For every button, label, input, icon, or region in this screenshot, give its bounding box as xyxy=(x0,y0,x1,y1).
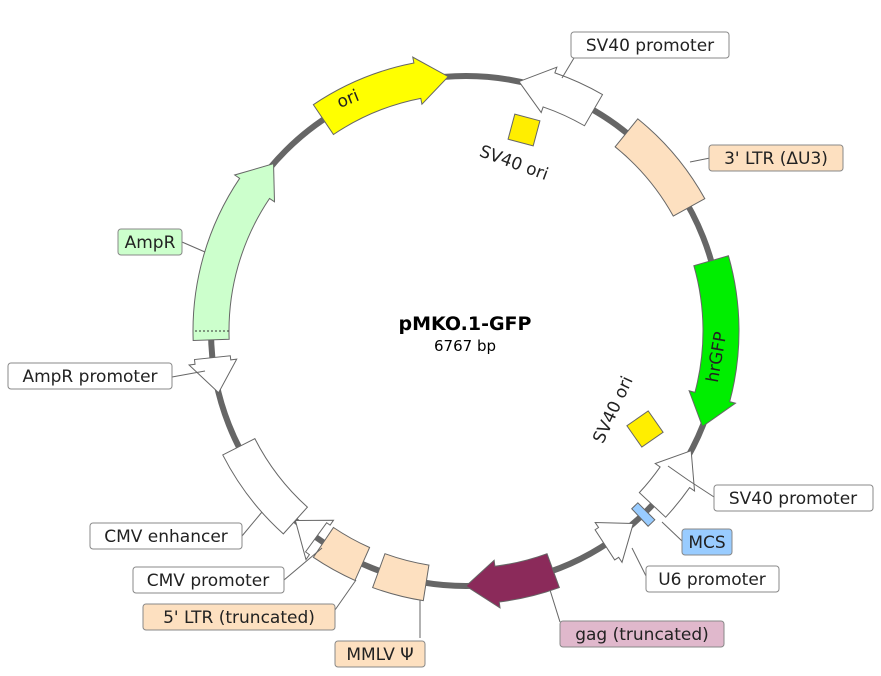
callout-gag: gag (truncated) xyxy=(559,620,725,648)
sv40-promoter-right-feature xyxy=(638,450,696,518)
gag-feature xyxy=(465,553,561,609)
svg-text:MMLV Ψ: MMLV Ψ xyxy=(346,645,413,665)
leader-mcs xyxy=(661,521,683,542)
sv40-promoter-top-feature xyxy=(518,66,604,127)
callout-sv40-promoter-right: SV40 promoter xyxy=(713,484,874,512)
ampr-promoter-feature xyxy=(187,355,238,394)
plasmid-name: pMKO.1-GFP xyxy=(399,313,532,335)
callout-ltr5: 5' LTR (truncated) xyxy=(142,603,336,631)
callout-ampr-promoter: AmpR promoter xyxy=(7,362,173,390)
hrgfp-feature xyxy=(688,255,740,428)
leader-ltr3 xyxy=(689,157,711,163)
svg-text:SV40 promoter: SV40 promoter xyxy=(586,36,714,56)
callout-sv40-promoter-top: SV40 promoter xyxy=(570,31,730,59)
leader-ltr5 xyxy=(334,579,357,611)
cmv-enhancer-feature xyxy=(222,437,309,535)
leader-cmv-enhancer xyxy=(241,511,263,537)
svg-text:MCS: MCS xyxy=(688,533,725,553)
svg-text:3' LTR (ΔU3): 3' LTR (ΔU3) xyxy=(724,149,828,169)
cmv-promoter-feature xyxy=(294,519,335,561)
leader-sv40-right xyxy=(667,465,715,498)
callout-mcs: MCS xyxy=(681,528,733,556)
mmlv-feature xyxy=(371,553,430,602)
ori-feature xyxy=(312,56,450,136)
leader-gag xyxy=(549,589,561,623)
callout-mmlv: MMLV Ψ xyxy=(334,640,426,668)
ltr3-feature xyxy=(614,118,706,217)
leader-cmv-promoter xyxy=(283,547,323,581)
u6-promoter-feature xyxy=(594,521,634,564)
svg-text:SV40 promoter: SV40 promoter xyxy=(729,489,857,509)
sv40-ori-top-label: SV40 ori xyxy=(477,142,551,185)
callout-u6-promoter: U6 promoter xyxy=(645,565,780,593)
svg-text:AmpR: AmpR xyxy=(125,233,176,253)
ltr5-feature xyxy=(312,526,371,582)
ampr-feature xyxy=(192,163,276,342)
callout-ltr3: 3' LTR (ΔU3) xyxy=(708,144,844,172)
svg-text:CMV enhancer: CMV enhancer xyxy=(104,527,228,547)
sv40-ori-bottom-marker xyxy=(626,410,664,448)
callout-ampr: AmpR xyxy=(117,228,183,256)
svg-text:5' LTR (truncated): 5' LTR (truncated) xyxy=(163,608,315,628)
mcs-feature xyxy=(631,502,656,527)
leader-ampr xyxy=(181,241,206,253)
svg-text:U6 promoter: U6 promoter xyxy=(658,570,766,590)
callout-cmv-enhancer: CMV enhancer xyxy=(89,522,243,550)
leader-u6 xyxy=(631,547,647,577)
leader-ampr-promoter xyxy=(171,370,206,378)
svg-text:CMV promoter: CMV promoter xyxy=(147,571,269,591)
plasmid-size: 6767 bp xyxy=(434,337,496,355)
callout-cmv-promoter: CMV promoter xyxy=(132,566,285,594)
sv40-ori-top-marker xyxy=(507,113,541,147)
svg-text:gag (truncated): gag (truncated) xyxy=(575,625,709,645)
svg-text:AmpR promoter: AmpR promoter xyxy=(22,367,157,387)
sv40-ori-bottom-label: SV40 ori xyxy=(589,373,637,446)
leader-sv40-top xyxy=(561,57,575,79)
